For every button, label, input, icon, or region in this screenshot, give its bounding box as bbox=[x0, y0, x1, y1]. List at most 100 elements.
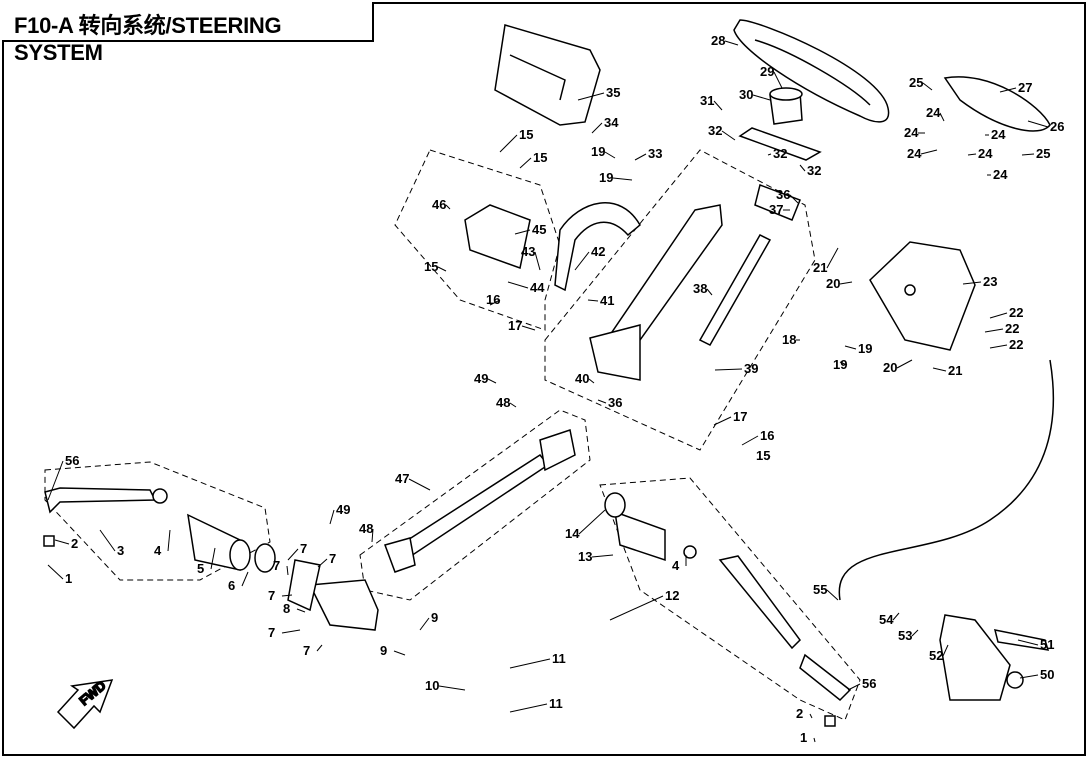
callout-7: 7 bbox=[303, 643, 310, 658]
leader-line bbox=[317, 558, 328, 568]
callout-3: 3 bbox=[117, 543, 124, 558]
leader-line bbox=[892, 612, 900, 621]
callout-39: 39 bbox=[744, 361, 758, 376]
intermediate-shaft-47 bbox=[384, 429, 576, 573]
callout-34: 34 bbox=[604, 115, 619, 130]
steering-wheel bbox=[733, 19, 890, 123]
callout-47: 47 bbox=[395, 471, 409, 486]
leader-line bbox=[597, 399, 607, 404]
callout-35: 35 bbox=[606, 85, 620, 100]
leader-line bbox=[296, 608, 306, 613]
callout-19: 19 bbox=[858, 341, 872, 356]
leader-line bbox=[1019, 674, 1039, 679]
leader-line bbox=[942, 644, 949, 657]
callout-22: 22 bbox=[1009, 305, 1023, 320]
callout-7: 7 bbox=[268, 625, 275, 640]
leader-line bbox=[241, 571, 249, 587]
leader-line bbox=[813, 737, 816, 743]
leader-line bbox=[724, 40, 739, 46]
leader-line bbox=[989, 312, 1008, 319]
leader-line bbox=[507, 281, 529, 289]
leader-line bbox=[167, 529, 171, 552]
callout-1: 1 bbox=[65, 571, 72, 586]
leader-line bbox=[989, 344, 1008, 349]
callout-7: 7 bbox=[268, 588, 275, 603]
fwd-arrow: FWD bbox=[56, 677, 114, 730]
leader-line bbox=[826, 247, 839, 269]
callout-48: 48 bbox=[496, 395, 510, 410]
callout-28: 28 bbox=[711, 33, 725, 48]
leader-line bbox=[609, 595, 664, 621]
callout-45: 45 bbox=[532, 222, 546, 237]
callout-29: 29 bbox=[760, 64, 774, 79]
callout-15: 15 bbox=[424, 259, 438, 274]
leader-line bbox=[445, 204, 451, 210]
leader-line bbox=[47, 564, 64, 580]
callout-22: 22 bbox=[1009, 337, 1023, 352]
leader-line bbox=[509, 658, 551, 669]
callout-20: 20 bbox=[883, 360, 897, 375]
leader-line bbox=[509, 402, 517, 408]
leader-line bbox=[766, 455, 771, 461]
callout-21: 21 bbox=[813, 260, 827, 275]
leader-line bbox=[773, 71, 783, 89]
callout-15: 15 bbox=[533, 150, 547, 165]
callout-44: 44 bbox=[530, 280, 545, 295]
callout-24: 24 bbox=[926, 105, 941, 120]
callout-20: 20 bbox=[826, 276, 840, 291]
diagram-title: F10-A 转向系统/STEERING SYSTEM bbox=[14, 13, 282, 65]
callout-23: 23 bbox=[983, 274, 997, 289]
leader-line bbox=[767, 153, 772, 156]
callout-7: 7 bbox=[329, 551, 336, 566]
cover-26 bbox=[943, 76, 1051, 132]
leader-line bbox=[1017, 639, 1039, 646]
callout-26: 26 bbox=[1050, 119, 1064, 134]
callout-2: 2 bbox=[71, 536, 78, 551]
leader-line bbox=[521, 325, 536, 331]
leader-line bbox=[713, 416, 732, 426]
callout-9: 9 bbox=[431, 610, 438, 625]
leader-line bbox=[809, 713, 813, 719]
callout-46: 46 bbox=[432, 197, 446, 212]
callout-10: 10 bbox=[425, 678, 439, 693]
callout-48: 48 bbox=[359, 521, 373, 536]
leader-line bbox=[487, 378, 497, 384]
left-boot-5 bbox=[187, 513, 276, 573]
callout-49: 49 bbox=[336, 502, 350, 517]
leader-line bbox=[939, 112, 945, 122]
steering-rack bbox=[287, 559, 379, 631]
leader-line bbox=[287, 548, 299, 561]
steering-hub bbox=[738, 87, 822, 161]
callout-40: 40 bbox=[575, 371, 589, 386]
leader-line bbox=[437, 266, 447, 272]
callout-1: 1 bbox=[800, 730, 807, 745]
pedal-52 bbox=[939, 614, 1050, 701]
callout-24: 24 bbox=[993, 167, 1008, 182]
callout-16: 16 bbox=[486, 292, 500, 307]
right-tie-rod bbox=[718, 555, 852, 727]
leader-line bbox=[371, 528, 374, 543]
callout-56: 56 bbox=[65, 453, 79, 468]
leader-line bbox=[438, 685, 466, 691]
leader-line bbox=[316, 644, 323, 652]
leader-line bbox=[932, 367, 947, 372]
leader-line bbox=[281, 594, 293, 597]
leader-line bbox=[911, 629, 919, 637]
group-outlines bbox=[44, 149, 861, 721]
leader-line bbox=[588, 378, 595, 384]
leader-line bbox=[714, 368, 743, 371]
leader-line bbox=[489, 299, 501, 306]
leader-line bbox=[499, 134, 518, 153]
leader-line bbox=[799, 164, 806, 172]
leader-line bbox=[752, 94, 771, 101]
callout-16: 16 bbox=[760, 428, 774, 443]
leader-line bbox=[514, 229, 531, 235]
callout-42: 42 bbox=[591, 244, 605, 259]
callout-6: 6 bbox=[228, 578, 235, 593]
callout-13: 13 bbox=[578, 549, 592, 564]
callout-49: 49 bbox=[474, 371, 488, 386]
leader-line bbox=[577, 92, 605, 101]
